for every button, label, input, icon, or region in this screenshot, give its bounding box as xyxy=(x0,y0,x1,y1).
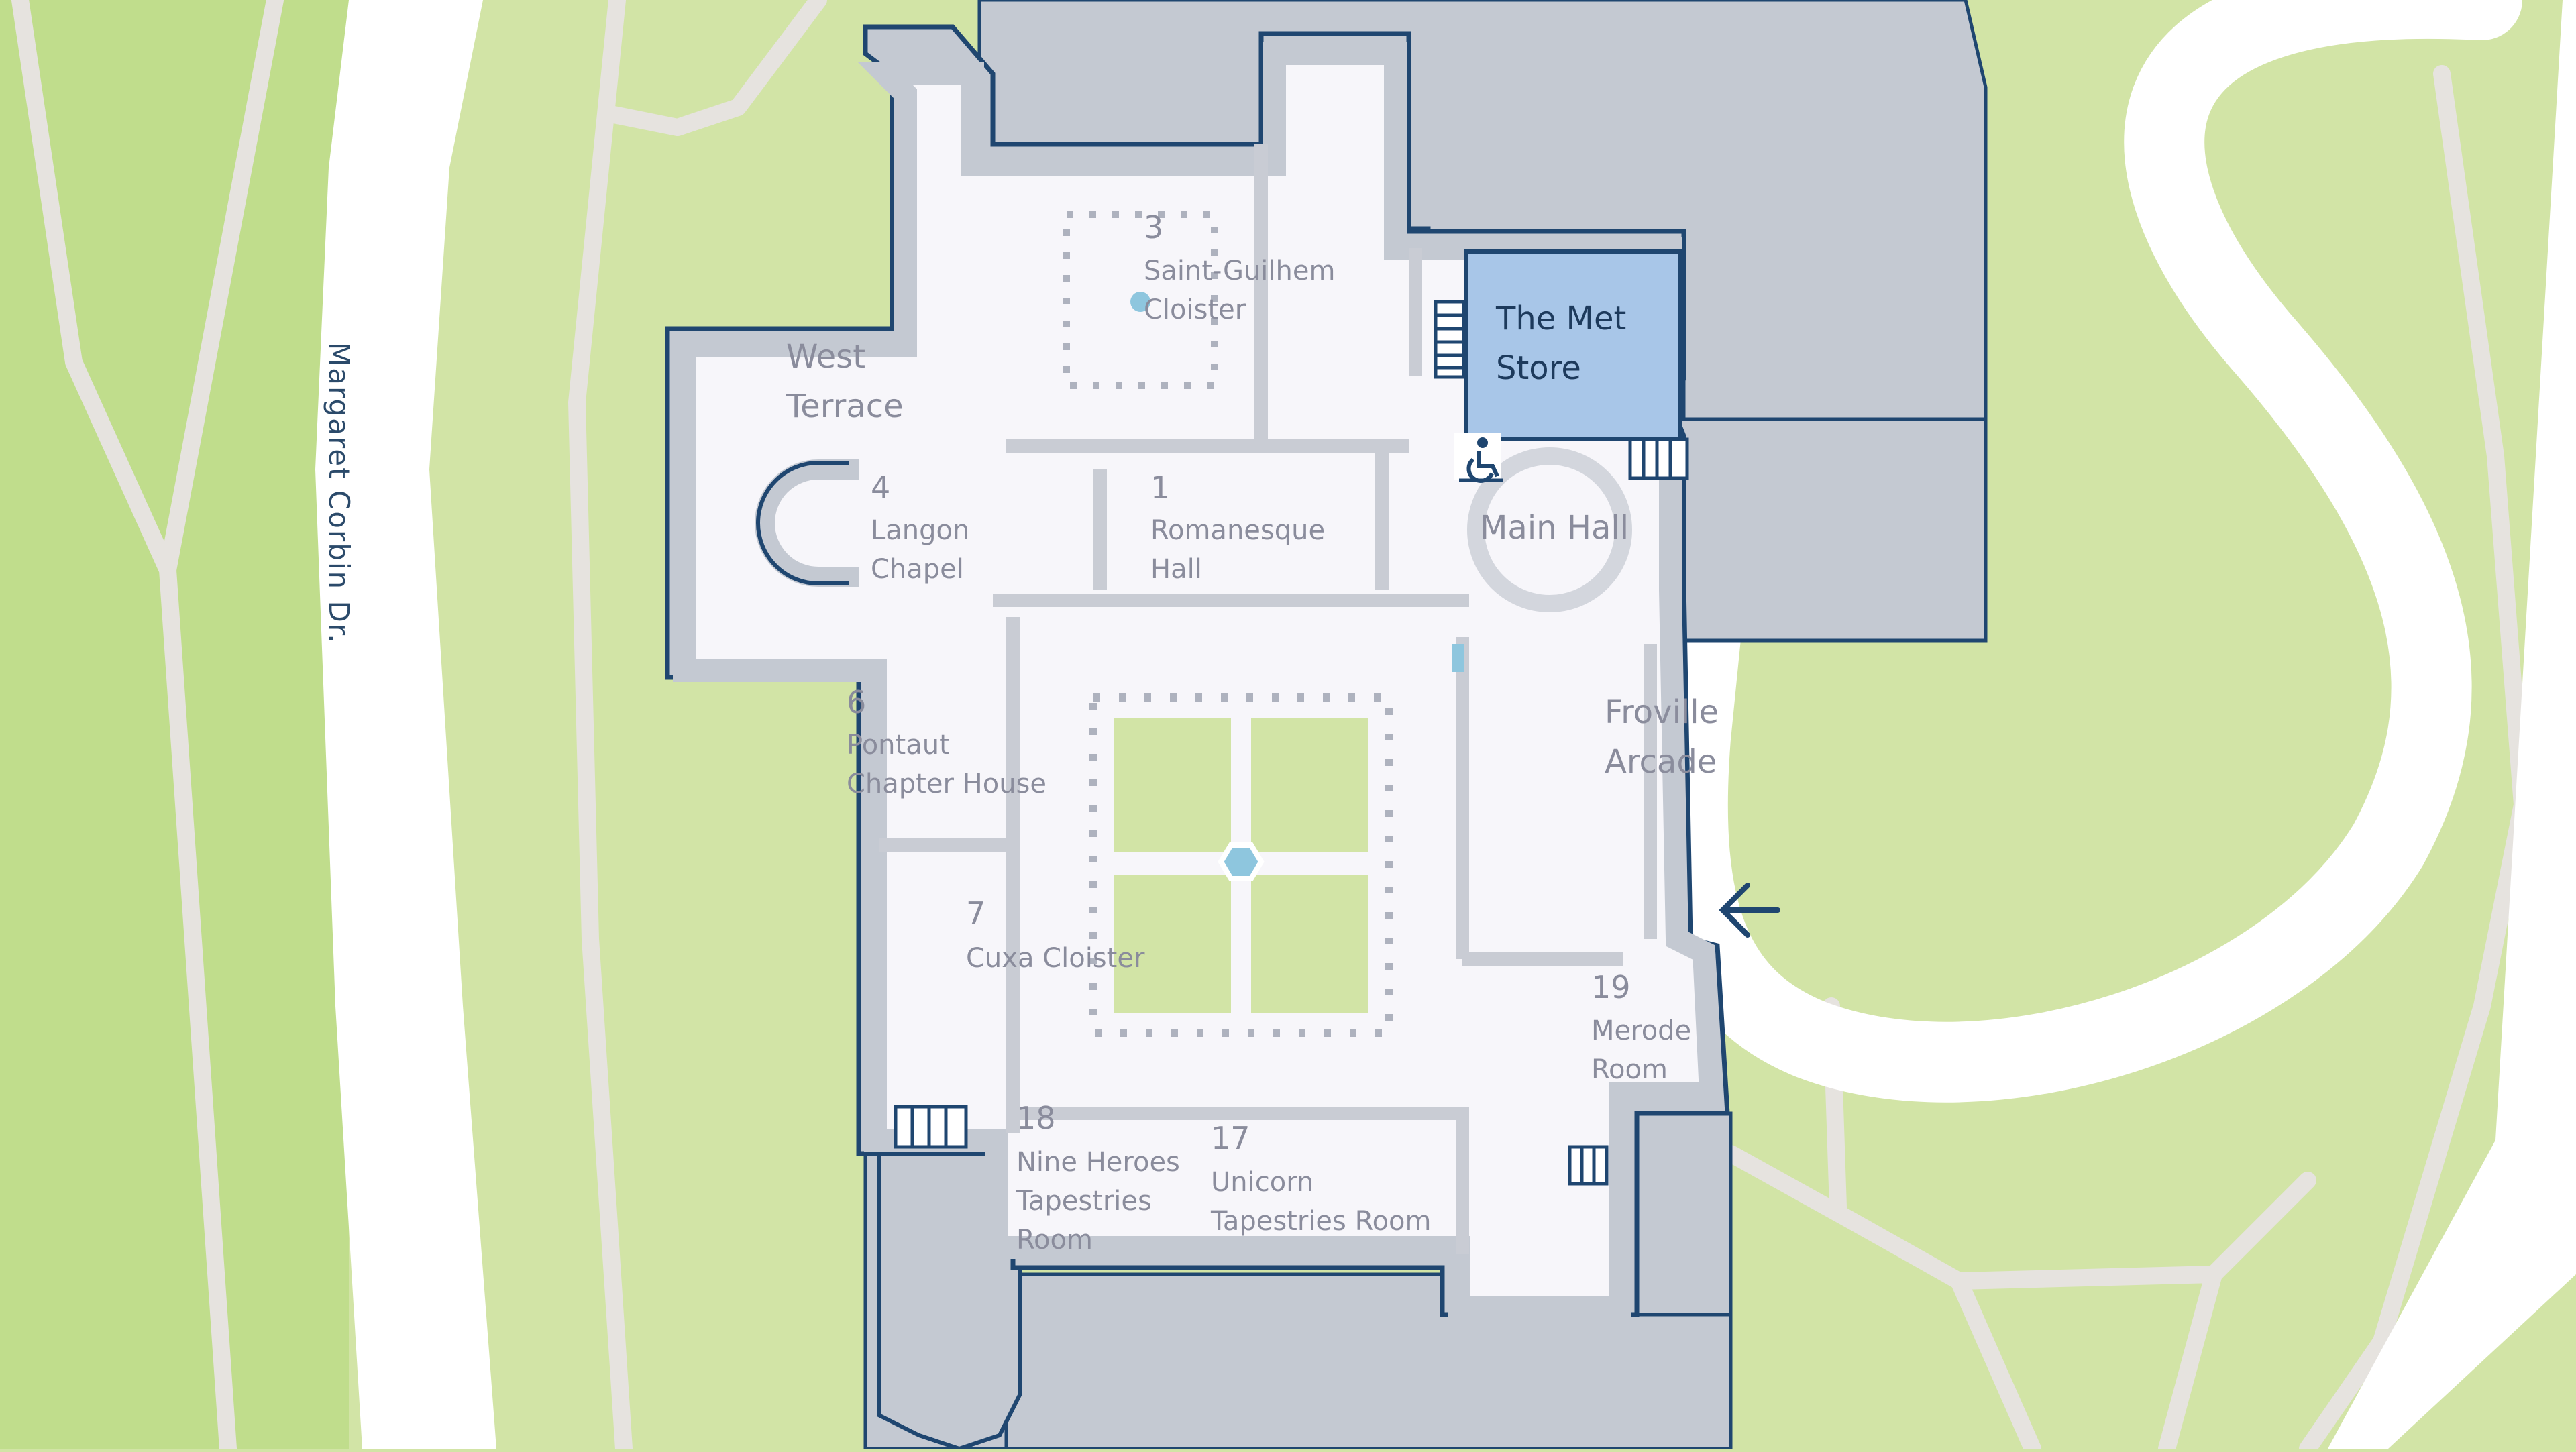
room-number-7: 7 xyxy=(966,895,986,932)
room-name-line: Pontaut xyxy=(847,730,950,761)
interior-walls xyxy=(879,144,1657,1254)
room-name-line: Room xyxy=(1591,1054,1668,1085)
room-name-line: Tapestries xyxy=(1016,1186,1152,1217)
met-store-area[interactable] xyxy=(1464,249,1682,441)
langon-apse xyxy=(755,459,859,587)
store-line: Store xyxy=(1496,349,1581,387)
room-cuxa-label[interactable]: Cuxa Cloister xyxy=(966,939,1144,978)
room-name-line: Tapestries Room xyxy=(1211,1206,1432,1237)
froville-arcade-label[interactable]: Froville Arcade xyxy=(1605,687,1719,787)
entrance-arrow-icon[interactable] xyxy=(1719,883,1780,938)
main-hall-label[interactable]: Main Hall xyxy=(1480,509,1629,547)
room-name-line: Hall xyxy=(1150,554,1202,585)
room-name-line: Room xyxy=(1016,1225,1093,1255)
cuxa-colonnade xyxy=(1089,693,1393,1037)
room-number-17: 17 xyxy=(1211,1120,1250,1156)
west-terrace-line: Terrace xyxy=(786,388,904,425)
room-name-line: Cloister xyxy=(1144,294,1246,325)
room-name-line: Nine Heroes xyxy=(1016,1147,1180,1178)
room-name-line: Romanesque xyxy=(1150,515,1326,546)
road-label: Margaret Corbin Dr. xyxy=(323,342,356,645)
room-name-line: Chapter House xyxy=(847,769,1046,799)
room-merode-label[interactable]: Merode Room xyxy=(1591,1011,1691,1089)
arcade-line: Arcade xyxy=(1605,743,1717,781)
water-feature xyxy=(1452,644,1464,672)
cuxa-garden xyxy=(1114,718,1368,1013)
room-nine-heroes-label[interactable]: Nine Heroes Tapestries Room xyxy=(1016,1143,1180,1260)
west-terrace-line: West xyxy=(786,338,866,376)
room-number-4: 4 xyxy=(871,469,891,506)
accessible-icon[interactable] xyxy=(1454,433,1503,483)
room-name-line: Saint-Guilhem xyxy=(1144,256,1336,286)
room-number-3: 3 xyxy=(1144,209,1164,245)
room-romanesque-label[interactable]: Romanesque Hall xyxy=(1150,511,1325,589)
road-margaret-corbin[interactable] xyxy=(315,0,496,1449)
road-east-curve[interactable] xyxy=(1647,0,2522,1103)
arcade-line: Froville xyxy=(1605,693,1719,731)
room-number-1: 1 xyxy=(1150,469,1171,506)
room-name-line: Unicorn xyxy=(1211,1167,1314,1198)
room-name-line: Langon xyxy=(871,515,970,546)
stairs-icon[interactable] xyxy=(894,300,1689,1186)
west-terrace-label: West Terrace xyxy=(786,332,904,431)
saint-guilhem-colonnade xyxy=(1063,211,1218,389)
main-hall-rotunda xyxy=(1467,447,1632,612)
langon-apse-outline xyxy=(756,461,849,585)
room-pontaut-label[interactable]: Pontaut Chapter House xyxy=(847,726,1046,803)
room-number-19: 19 xyxy=(1591,969,1631,1005)
room-saint-guilhem-label[interactable]: Saint-Guilhem Cloister xyxy=(1144,252,1335,329)
road-east-edge xyxy=(2328,0,2576,1449)
room-langon-label[interactable]: Langon Chapel xyxy=(871,511,969,589)
store-line: The Met xyxy=(1496,300,1627,337)
room-number-18: 18 xyxy=(1016,1100,1056,1136)
room-name-line: Chapel xyxy=(871,554,964,585)
fountain-icon xyxy=(1218,842,1265,881)
room-name-line: Merode xyxy=(1591,1015,1692,1046)
footpaths xyxy=(11,0,2531,1452)
well-icon xyxy=(1130,292,1150,312)
room-number-6: 6 xyxy=(847,684,867,720)
room-unicorn-label[interactable]: Unicorn Tapestries Room xyxy=(1211,1163,1431,1241)
met-store-label[interactable]: The Met Store xyxy=(1496,294,1626,393)
room-name-line: Cuxa Cloister xyxy=(966,943,1145,974)
